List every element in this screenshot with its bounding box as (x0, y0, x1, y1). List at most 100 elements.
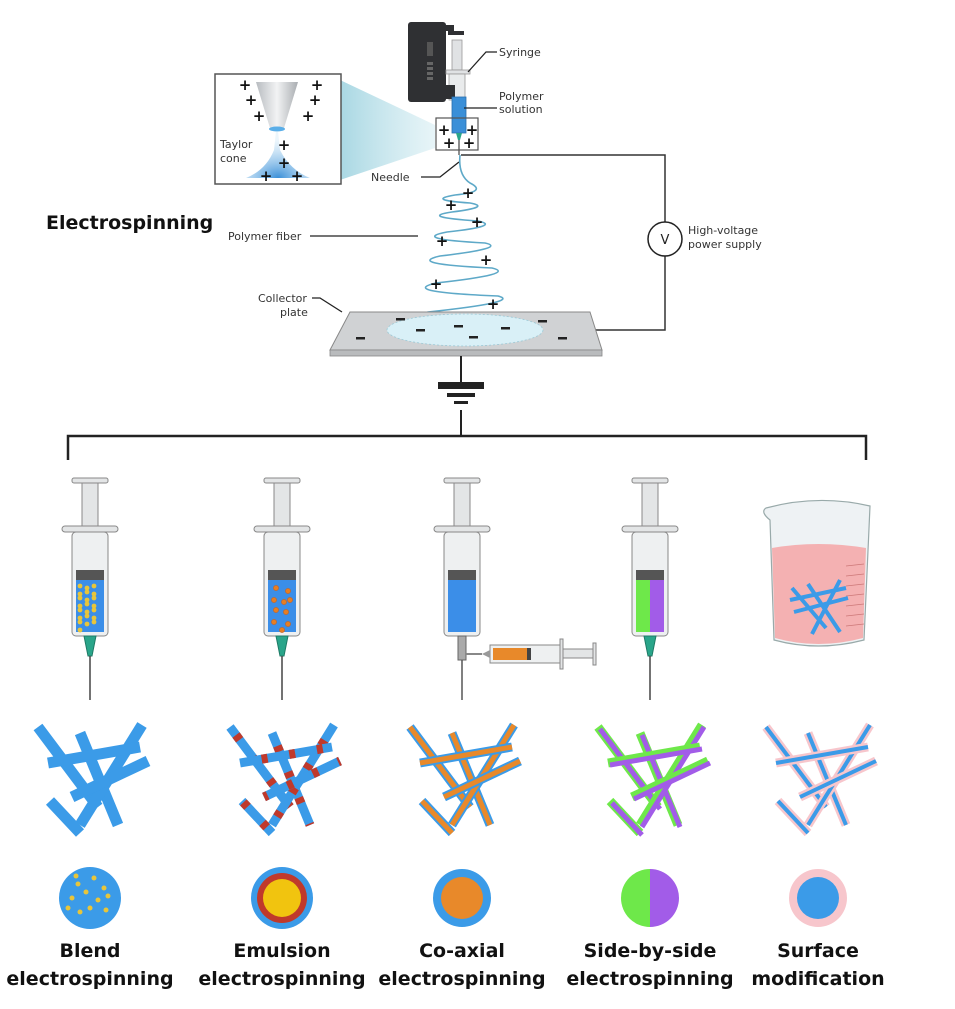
cross-section-dot (87, 905, 93, 911)
inset-charges: + + + + + + + + + + (239, 76, 324, 185)
cross-section-dot (95, 897, 101, 903)
taylor-cone-jet (246, 131, 310, 178)
fiber-core (420, 799, 454, 835)
ground-icon (438, 356, 484, 436)
syringe-label: Syringe (499, 46, 541, 59)
method-title: Blend (59, 940, 120, 962)
graduation-mark (845, 613, 865, 617)
barrel-flange (433, 525, 491, 533)
particle (77, 591, 83, 597)
svg-text:+: + (487, 295, 500, 313)
particle (77, 603, 83, 609)
fiber-core (442, 758, 522, 800)
svg-text:+: + (463, 134, 476, 152)
core-solution (493, 648, 527, 660)
voltmeter-icon (647, 221, 683, 257)
svg-text:+: + (245, 91, 258, 109)
polymer-solution (448, 580, 476, 632)
method-title: Emulsion (233, 940, 330, 962)
side-stopper (527, 648, 531, 660)
needle-hub (83, 635, 97, 657)
voltmeter-symbol: V (661, 233, 670, 248)
svg-text:+: + (253, 107, 266, 125)
particle (84, 621, 90, 627)
particle (77, 607, 83, 613)
svg-text:+: + (302, 107, 315, 125)
droplet (285, 621, 291, 627)
graduation-mark (845, 563, 865, 567)
needle-zoom-box (435, 117, 479, 151)
power-supply-label-2: power supply (688, 238, 762, 251)
particle (84, 597, 90, 603)
graduation-mark (845, 573, 865, 577)
fiber-core (449, 732, 493, 826)
cross-section-core (441, 877, 483, 919)
cross-section-dot (69, 895, 75, 901)
barrel-flange (621, 525, 679, 533)
svg-text:+: + (309, 91, 322, 109)
solution-a (636, 580, 650, 632)
solution-b (650, 580, 664, 632)
droplet (271, 619, 277, 625)
fiber (239, 742, 333, 768)
taylor-cone-inset: Taylor cone + + + + + + + + + + (214, 73, 342, 185)
fiber-side-b (632, 760, 712, 802)
plunger-rod (641, 482, 659, 532)
cross-section-dot (103, 907, 109, 913)
droplet (279, 627, 285, 633)
droplet (283, 609, 289, 615)
fiber-droplets (268, 722, 338, 828)
fiber-core (408, 725, 472, 809)
plunger-head (443, 477, 481, 484)
cross-section-left (621, 869, 650, 927)
cross-section-dot (75, 881, 81, 887)
cross-section-dot (77, 909, 83, 915)
particle (77, 583, 83, 589)
fiber (69, 756, 151, 802)
droplet (281, 599, 287, 605)
side-tip (482, 650, 490, 658)
particle (84, 585, 90, 591)
plunger-stopper (448, 570, 476, 580)
method-subtitle: modification (751, 968, 884, 990)
svg-text:+: + (436, 232, 449, 250)
needle-hub (643, 635, 657, 657)
collector-label-1: Collector (258, 292, 307, 305)
magnification-beam (340, 80, 435, 180)
cross-section-dot (101, 885, 107, 891)
needle-label: Needle (371, 171, 410, 184)
particle (91, 595, 97, 601)
circuit-wire-bottom (592, 256, 666, 331)
svg-text:+: + (291, 167, 304, 185)
taylor-cone-label-1: Taylor (219, 138, 253, 151)
diagram-title: Electrospinning (46, 212, 213, 234)
polymer-solution-label-2: solution (499, 103, 543, 116)
svg-text:+: + (480, 251, 493, 269)
plunger-head (631, 477, 669, 484)
collector-label-2: plate (280, 306, 308, 319)
circuit-wire-top (461, 154, 666, 222)
taylor-cone-label-2: cone (220, 152, 247, 165)
fiber-droplets (267, 731, 315, 827)
cross-section-dot (83, 889, 89, 895)
cross-section-dot (105, 893, 111, 899)
fiber-side-b (598, 727, 662, 811)
svg-text:+: + (438, 121, 451, 139)
barrel-flange (253, 525, 311, 533)
graduation-mark (845, 583, 865, 587)
side-plunger-head (592, 642, 597, 666)
droplet (285, 588, 291, 594)
fiber (45, 797, 85, 837)
svg-text:+: + (471, 213, 484, 231)
particle (84, 609, 90, 615)
fiber-core (776, 799, 810, 835)
fiber-side-b (609, 746, 703, 768)
polymer-solution-label-1: Polymer (499, 90, 544, 103)
particle (77, 595, 83, 601)
fiber-core (775, 745, 869, 765)
methods-bracket (66, 434, 868, 460)
